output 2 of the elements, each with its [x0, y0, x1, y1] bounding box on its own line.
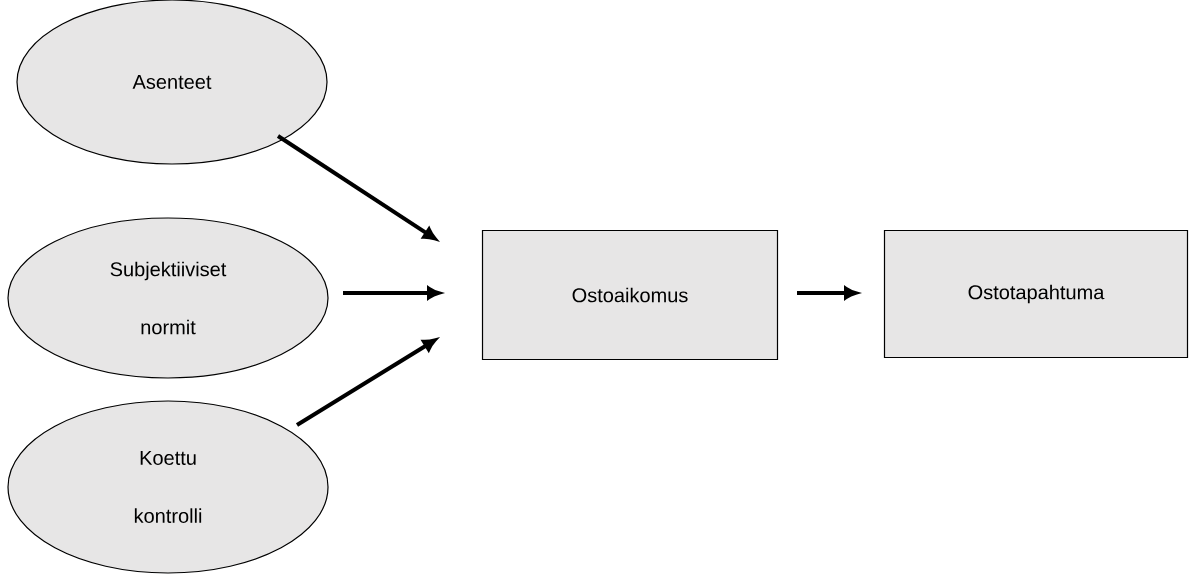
process-box: Ostoaikomus: [481, 229, 779, 361]
process-box: Ostotapahtuma: [883, 229, 1189, 359]
